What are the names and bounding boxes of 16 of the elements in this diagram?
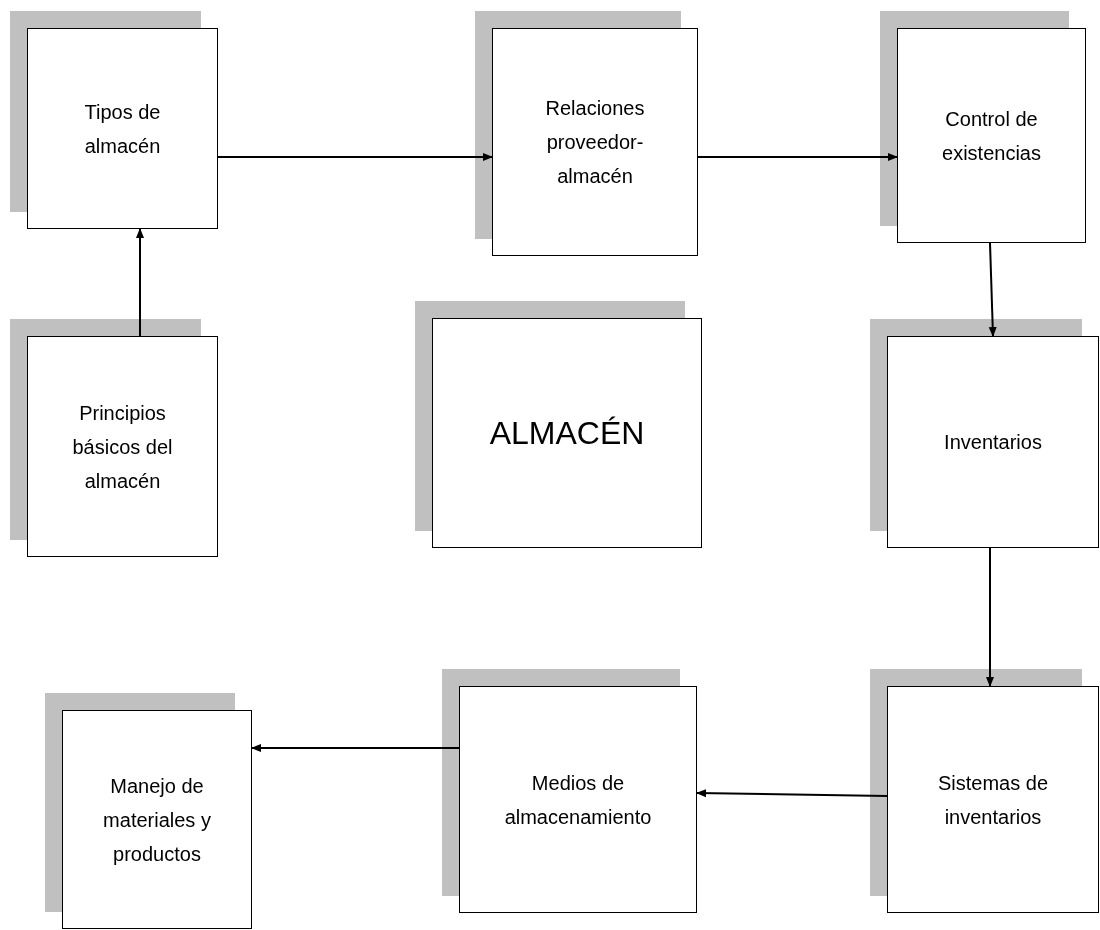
arrow xyxy=(136,228,144,337)
box-label: ALMACÉN xyxy=(489,414,645,453)
box-label: Tipos de almacén xyxy=(83,99,162,159)
box-label: Relaciones proveedor-almacén xyxy=(544,96,646,189)
arrow xyxy=(988,242,997,337)
box-label: Sistemas de inventarios xyxy=(936,770,1050,830)
box-label: Inventarios xyxy=(944,430,1042,455)
arrow xyxy=(697,153,898,161)
arrow xyxy=(696,789,888,798)
box-label: Principios básicos del almacén xyxy=(71,400,174,494)
box-label: Manejo de materiales y productos xyxy=(102,773,212,867)
arrow xyxy=(986,547,994,687)
arrow xyxy=(217,153,493,161)
box-label: Control de existencias xyxy=(941,106,1042,166)
arrow xyxy=(251,744,460,752)
box-label: Medios de almacenamiento xyxy=(503,770,653,830)
